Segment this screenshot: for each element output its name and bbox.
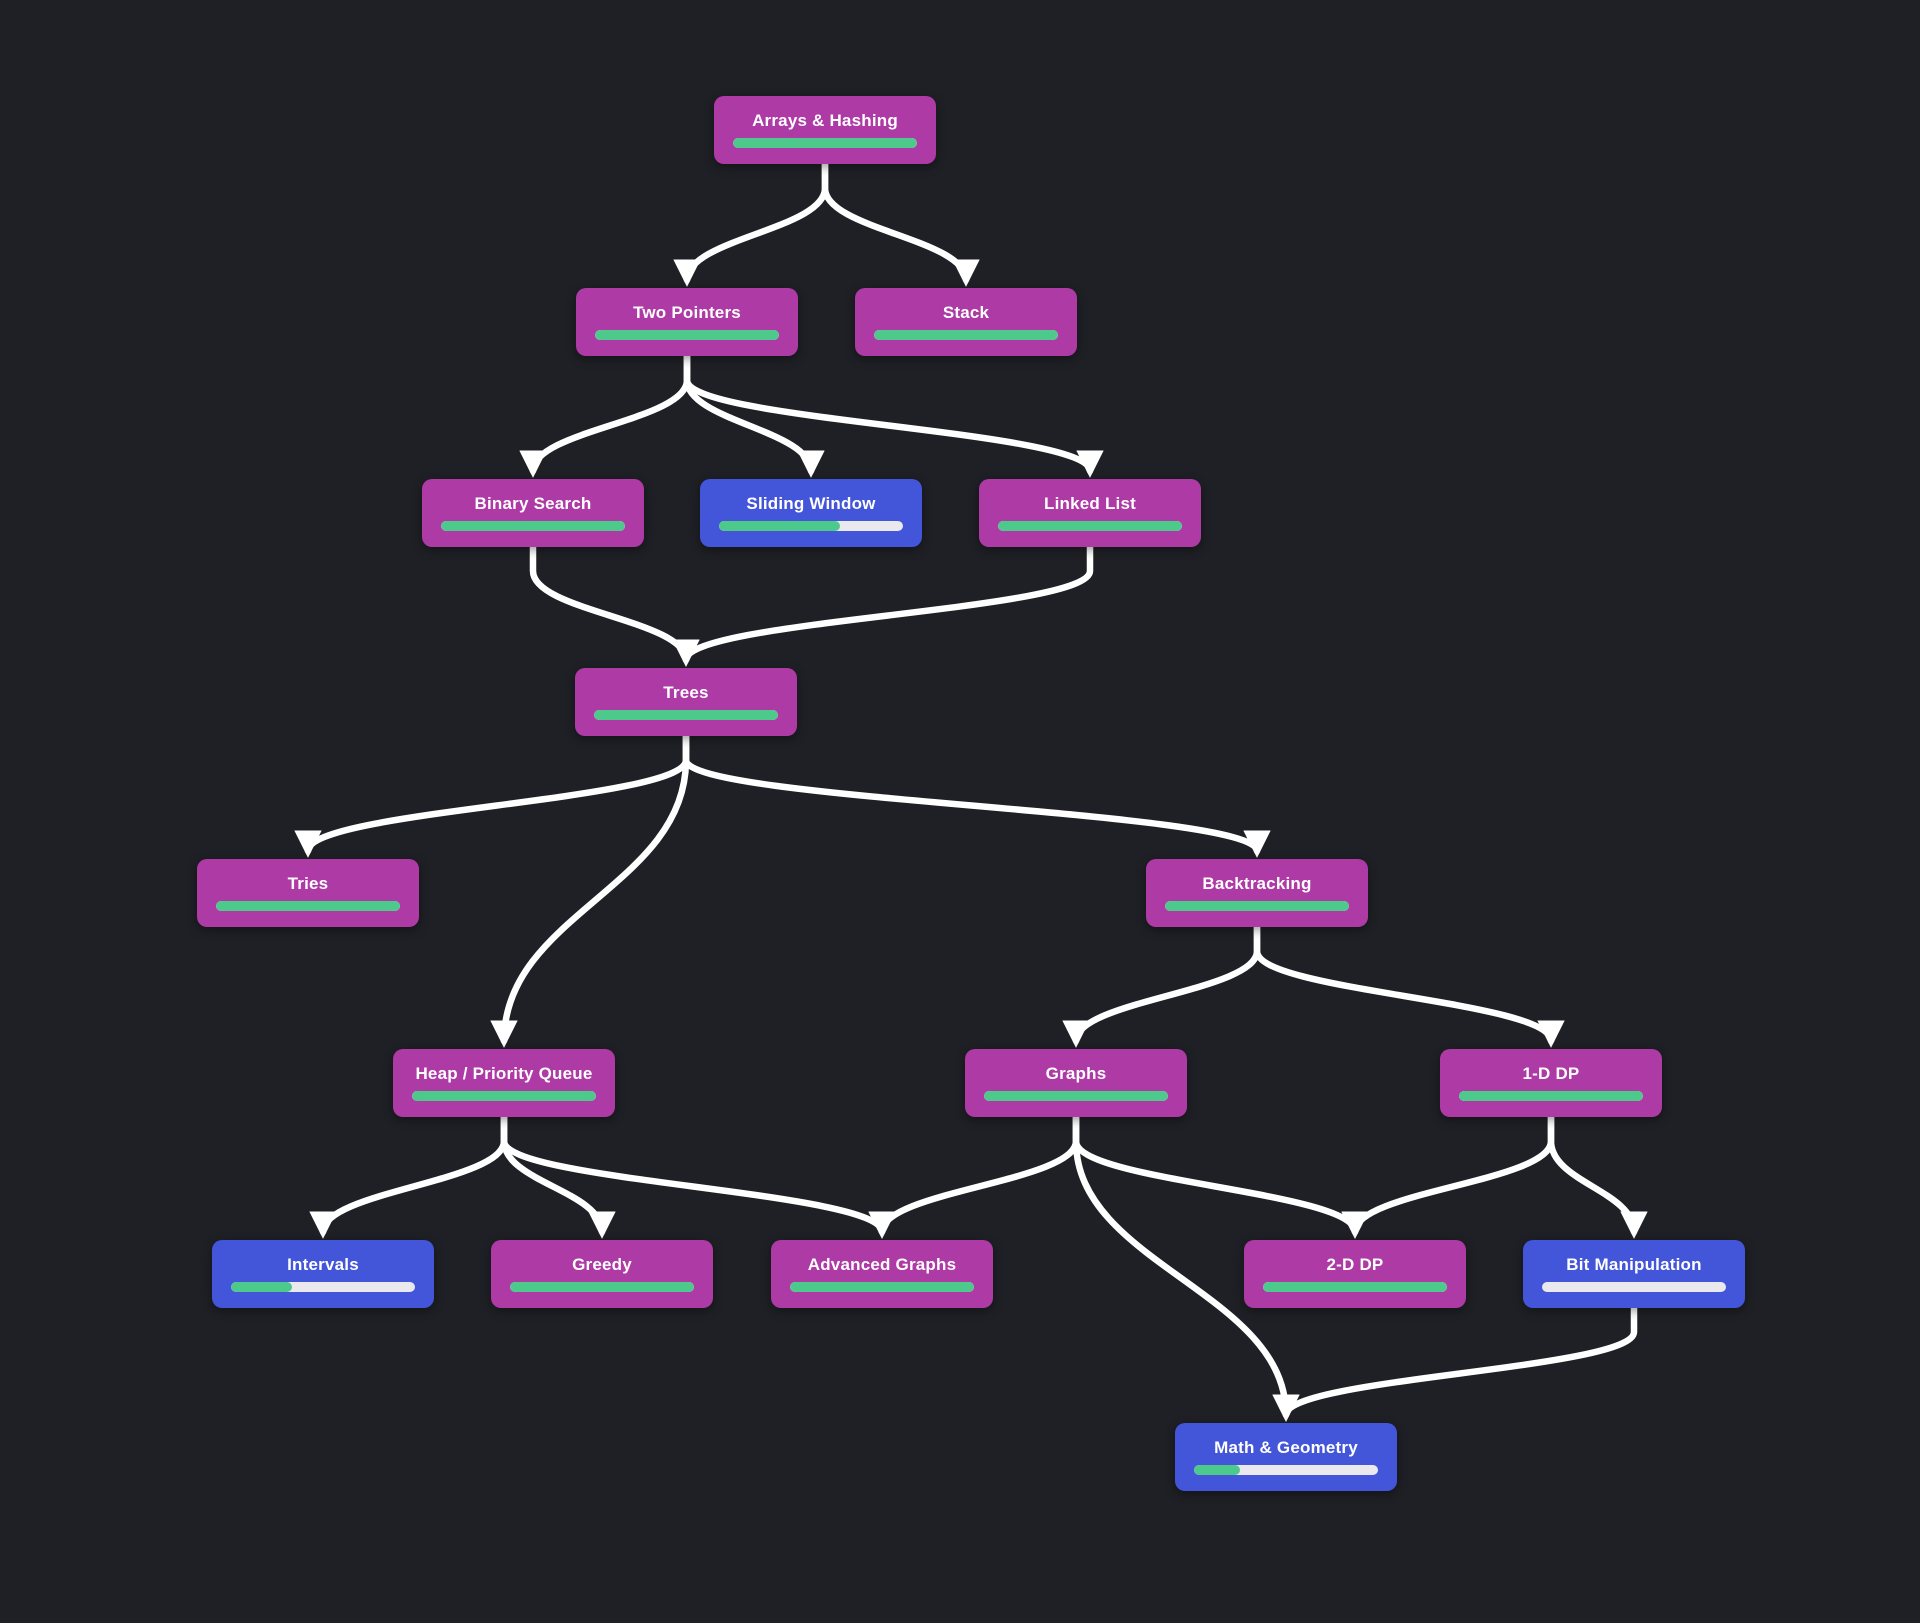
node-heap-pq[interactable]: Heap / Priority Queue: [393, 1049, 615, 1117]
node-label: Binary Search: [474, 494, 592, 513]
edge-one-d-dp-to-two-d-dp: [1341, 1111, 1555, 1239]
node-two-pointers[interactable]: Two Pointers: [576, 288, 798, 356]
progress-fill: [1194, 1465, 1240, 1475]
edge-arrays-hashing-to-stack: [821, 158, 980, 287]
progress-bar: [441, 521, 625, 531]
progress-bar: [1459, 1091, 1643, 1101]
progress-fill: [1459, 1091, 1643, 1101]
progress-bar: [216, 901, 400, 911]
node-tries[interactable]: Tries: [197, 859, 419, 927]
node-label: 2-D DP: [1326, 1255, 1384, 1274]
progress-fill: [719, 521, 841, 531]
node-arrays-hashing[interactable]: Arrays & Hashing: [714, 96, 936, 164]
edge-heap-pq-to-advanced-graphs: [500, 1111, 896, 1239]
node-label: Greedy: [572, 1255, 632, 1274]
progress-fill: [231, 1282, 292, 1292]
node-two-d-dp[interactable]: 2-D DP: [1244, 1240, 1466, 1308]
edge-backtracking-to-graphs: [1062, 921, 1261, 1048]
node-label: Bit Manipulation: [1566, 1255, 1702, 1274]
edge-two-pointers-to-binary-search: [519, 350, 691, 478]
node-label: Sliding Window: [746, 494, 876, 513]
edge-bit-manipulation-to-math-geometry: [1272, 1302, 1638, 1422]
progress-bar: [412, 1091, 596, 1101]
progress-fill: [733, 138, 917, 148]
node-advanced-graphs[interactable]: Advanced Graphs: [771, 1240, 993, 1308]
progress-fill: [790, 1282, 974, 1292]
edge-graphs-to-advanced-graphs: [868, 1111, 1080, 1239]
edge-trees-to-backtracking: [682, 730, 1271, 858]
node-intervals[interactable]: Intervals: [212, 1240, 434, 1308]
node-label: Intervals: [287, 1255, 359, 1274]
edge-backtracking-to-one-d-dp: [1253, 921, 1565, 1048]
progress-fill: [1165, 901, 1349, 911]
edge-arrays-hashing-to-two-pointers: [673, 158, 829, 287]
node-label: Math & Geometry: [1214, 1438, 1358, 1457]
progress-fill: [510, 1282, 694, 1292]
progress-bar: [1542, 1282, 1726, 1292]
progress-bar: [719, 521, 903, 531]
node-label: Graphs: [1045, 1064, 1107, 1083]
node-linked-list[interactable]: Linked List: [979, 479, 1201, 547]
progress-fill: [441, 521, 625, 531]
node-label: Heap / Priority Queue: [415, 1064, 593, 1083]
progress-bar: [510, 1282, 694, 1292]
progress-fill: [874, 330, 1058, 340]
progress-bar: [594, 710, 778, 720]
node-math-geometry[interactable]: Math & Geometry: [1175, 1423, 1397, 1491]
node-sliding-window[interactable]: Sliding Window: [700, 479, 922, 547]
progress-fill: [595, 330, 779, 340]
node-label: Advanced Graphs: [807, 1255, 957, 1274]
node-label: Backtracking: [1202, 874, 1312, 893]
node-stack[interactable]: Stack: [855, 288, 1077, 356]
node-bit-manipulation[interactable]: Bit Manipulation: [1523, 1240, 1745, 1308]
edge-graphs-to-two-d-dp: [1072, 1111, 1369, 1239]
node-label: Stack: [942, 303, 990, 322]
progress-bar: [595, 330, 779, 340]
node-one-d-dp[interactable]: 1-D DP: [1440, 1049, 1662, 1117]
progress-bar: [231, 1282, 415, 1292]
node-graphs[interactable]: Graphs: [965, 1049, 1187, 1117]
progress-bar: [1263, 1282, 1447, 1292]
node-label: Trees: [663, 683, 709, 702]
node-label: Arrays & Hashing: [752, 111, 898, 130]
edge-graphs-to-math-geometry: [1072, 1111, 1300, 1422]
edge-binary-search-to-trees: [529, 541, 700, 667]
progress-bar: [1165, 901, 1349, 911]
progress-bar: [733, 138, 917, 148]
progress-bar: [1194, 1465, 1378, 1475]
progress-fill: [998, 521, 1182, 531]
node-binary-search[interactable]: Binary Search: [422, 479, 644, 547]
edge-heap-pq-to-intervals: [309, 1111, 508, 1239]
node-trees[interactable]: Trees: [575, 668, 797, 736]
node-label: Linked List: [1044, 494, 1136, 513]
edge-two-pointers-to-linked-list: [683, 350, 1104, 478]
node-greedy[interactable]: Greedy: [491, 1240, 713, 1308]
progress-fill: [1263, 1282, 1447, 1292]
progress-fill: [412, 1091, 596, 1101]
progress-bar: [874, 330, 1058, 340]
node-label: Tries: [287, 874, 329, 893]
progress-bar: [998, 521, 1182, 531]
node-label: 1-D DP: [1522, 1064, 1580, 1083]
node-label: Two Pointers: [633, 303, 741, 322]
edge-trees-to-heap-pq: [490, 730, 690, 1048]
edge-one-d-dp-to-bit-manipulation: [1547, 1111, 1648, 1239]
progress-bar: [984, 1091, 1168, 1101]
progress-fill: [216, 901, 400, 911]
edge-linked-list-to-trees: [672, 541, 1094, 667]
node-backtracking[interactable]: Backtracking: [1146, 859, 1368, 927]
progress-fill: [594, 710, 778, 720]
progress-fill: [984, 1091, 1168, 1101]
edge-trees-to-tries: [294, 730, 690, 858]
progress-bar: [790, 1282, 974, 1292]
